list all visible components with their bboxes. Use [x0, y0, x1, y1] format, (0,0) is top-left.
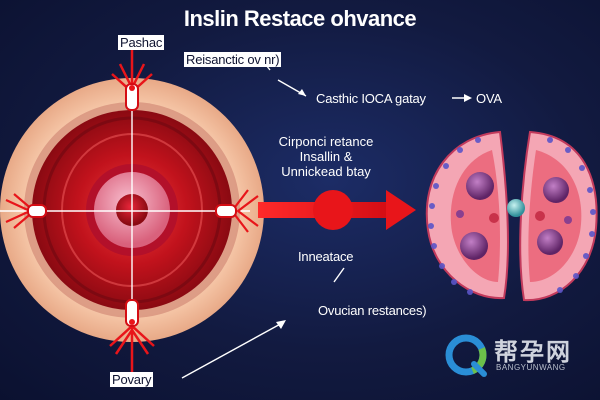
central-arrow: [258, 190, 416, 230]
cell-blue-core: [507, 199, 525, 217]
label-middle-line-3: Unnickead btay: [281, 164, 371, 179]
vessel-marker-left: [5, 193, 47, 229]
cell-nucleus-2: [460, 232, 488, 260]
cell-nucleus-3: [543, 177, 569, 203]
label-casthic: Casthic IOCA gatay: [316, 91, 426, 106]
watermark-chinese-text: 帮孕网: [494, 338, 572, 366]
pointer-lower-middle: [333, 267, 345, 283]
cell-nucleus-4: [537, 229, 563, 255]
label-pashac: Pashac: [118, 35, 165, 50]
label-inneatace: Inneatace: [298, 249, 354, 264]
ovary-cross-section: [0, 74, 264, 352]
cell-cluster: [425, 130, 598, 302]
label-ova: OVA: [476, 91, 502, 106]
label-povary: Povary: [110, 372, 154, 387]
cell-nucleus-1: [466, 172, 494, 200]
label-middle-line-1: Cirponci retance: [278, 134, 374, 149]
pointer-ova: [452, 94, 472, 102]
watermark-logo-icon: [445, 334, 487, 377]
vessel-marker-right: [215, 189, 259, 233]
label-middle-line-2: Insallin &: [299, 149, 353, 164]
vessel-marker-top: [111, 40, 153, 111]
watermark-english-text: BANGYUNWANG: [496, 363, 566, 372]
label-reisanctic: Reisanctic ov nr): [184, 52, 282, 67]
vessel-marker-bottom: [109, 299, 155, 372]
arrow-node: [313, 190, 353, 230]
label-ovucian: Ovucian restances): [318, 303, 427, 318]
label-middle-block: Cirponci retance Insallin & Unnickead bt…: [262, 134, 390, 179]
pointer-right-top: [277, 79, 307, 97]
watermark: 帮孕网 BANGYUNWANG: [442, 332, 592, 378]
pointer-bottom: [181, 320, 286, 379]
page-title: Inslin Restace ohvance: [183, 6, 417, 31]
